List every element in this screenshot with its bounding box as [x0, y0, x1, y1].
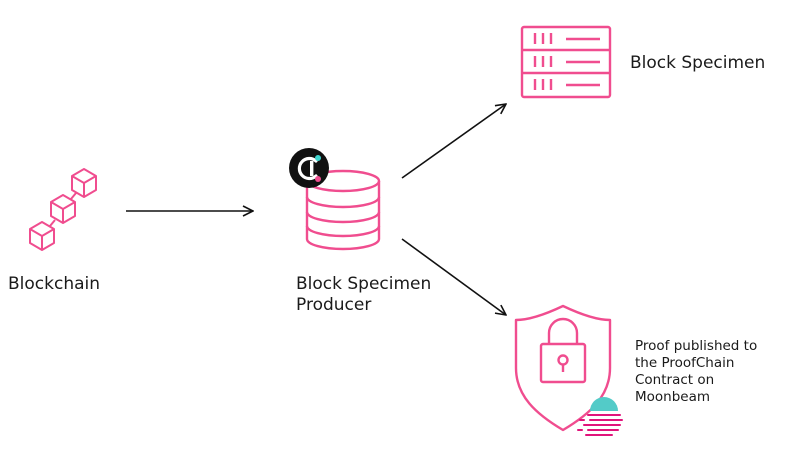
- producer-label-line1: Block Specimen: [296, 274, 432, 294]
- block-specimen-label: Block Specimen: [630, 53, 766, 73]
- producer-label-line2: Producer: [296, 295, 372, 316]
- proof-label-line3: Contract on: [635, 371, 715, 388]
- arrow-producer-to-proof: [401, 238, 506, 315]
- proof-label-line2: the ProofChain: [635, 354, 735, 371]
- arrow-producer-to-specimen: [401, 104, 506, 179]
- server-rack-icon: [520, 25, 612, 99]
- covalent-logo-icon: [289, 148, 329, 188]
- proof-label-line4: Moonbeam: [635, 388, 711, 405]
- shield-lock-icon: [514, 304, 612, 432]
- blockchain-label: Blockchain: [8, 274, 101, 294]
- cube-chain-icon: [29, 168, 97, 251]
- producer-label: Block Specimen Producer: [296, 274, 476, 317]
- moonbeam-logo-icon: [577, 397, 623, 436]
- database-icon: [305, 169, 381, 251]
- proof-label-line1: Proof published to: [635, 338, 758, 354]
- proof-label: Proof published to the ProofChain Contra…: [635, 338, 795, 406]
